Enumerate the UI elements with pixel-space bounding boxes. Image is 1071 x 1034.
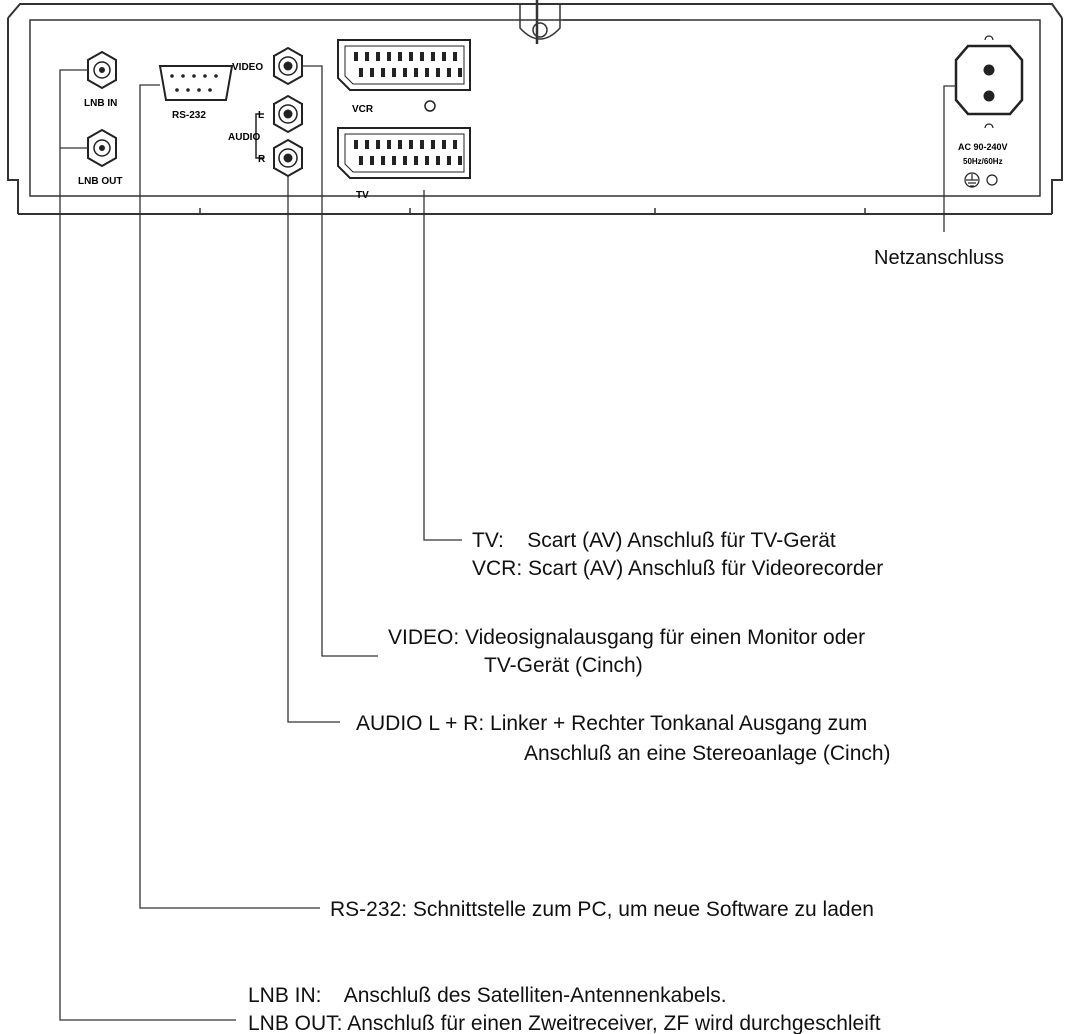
callout-rs232: RS-232: Schnittstelle zum PC, um neue So… (330, 898, 874, 921)
callout-audio-line2: Anschluß an eine Stereoanlage (Cinch) (524, 742, 891, 765)
scart-pin (447, 68, 451, 77)
scart-pin (403, 68, 407, 77)
scart-pin (436, 68, 440, 77)
rs232-connector (158, 65, 234, 101)
scart-pin (354, 140, 358, 149)
scart-pin (398, 52, 402, 61)
scart-pin (431, 140, 435, 149)
scart-pin (453, 52, 457, 61)
ground-symbol-icon (964, 172, 998, 188)
scart-pin (447, 156, 451, 165)
scart-pin (414, 68, 418, 77)
leader-line-lnb (59, 69, 236, 1021)
scart-pin (420, 52, 424, 61)
scart-pin (409, 52, 413, 61)
top-screw-notch (519, 0, 680, 44)
ac-voltage-label: AC 90-240V (958, 142, 1008, 152)
leader-line-rs232 (139, 84, 320, 909)
scart-pin (392, 156, 396, 165)
ac-frequency-label: 50Hz/60Hz (963, 157, 1003, 166)
scart-pin (409, 140, 413, 149)
power-socket (954, 35, 1024, 129)
leader-line-scart (423, 190, 462, 541)
lnb-in-connector (87, 50, 117, 90)
tv-scart-connector (337, 127, 471, 179)
audio-r-label: R (258, 154, 266, 165)
scart-pin (381, 68, 385, 77)
lnb-out-label: LNB OUT (78, 176, 122, 187)
vcr-label: VCR (352, 104, 374, 115)
callout-tv: TV: Scart (AV) Anschluß für TV-Gerät (472, 529, 836, 552)
callout-lnb-out: LNB OUT: Anschluß für einen Zweitreceive… (248, 1012, 881, 1034)
vcr-scart-connector (337, 39, 471, 91)
video-cinch-connector (273, 46, 303, 86)
scart-pin (370, 68, 374, 77)
scart-pin (392, 68, 396, 77)
audio-label: AUDIO (228, 132, 260, 143)
audio-l-label: L (258, 110, 264, 121)
scart-pin (431, 52, 435, 61)
scart-pin (442, 52, 446, 61)
scart-pin (381, 156, 385, 165)
scart-pin (359, 156, 363, 165)
video-label: VIDEO (232, 62, 263, 73)
scart-pin (453, 140, 457, 149)
scart-pin (365, 52, 369, 61)
scart-pin (414, 156, 418, 165)
scart-pin (359, 68, 363, 77)
housing-ticks (199, 208, 866, 214)
scart-pin (458, 68, 462, 77)
scart-pin (376, 52, 380, 61)
audio-bracket (255, 113, 264, 159)
scart-pin (398, 140, 402, 149)
tv-label: TV (356, 190, 369, 201)
leader-line-audio (287, 176, 340, 723)
scart-pin (370, 156, 374, 165)
audio-r-cinch-connector (273, 138, 303, 178)
callout-lnb-in: LNB IN: Anschluß des Satelliten-Antennen… (248, 984, 727, 1007)
callout-video-line1: VIDEO: Videosignalausgang für einen Moni… (388, 626, 865, 649)
leader-lines (59, 65, 956, 1021)
scart-pin (387, 52, 391, 61)
audio-l-cinch-connector (273, 94, 303, 134)
vcr-indicator-hole (424, 100, 436, 112)
rs232-label: RS-232 (172, 110, 206, 121)
scart-pin (420, 140, 424, 149)
scart-pin (403, 156, 407, 165)
leader-line-power (943, 85, 956, 232)
scart-pin (365, 140, 369, 149)
callout-vcr: VCR: Scart (AV) Anschluß für Videorecord… (472, 557, 883, 580)
scart-pin (376, 140, 380, 149)
callout-video-line2: TV-Gerät (Cinch) (484, 654, 643, 677)
callout-audio-line1: AUDIO L + R: Linker + Rechter Tonkanal A… (356, 712, 867, 735)
lnb-out-connector (87, 128, 117, 168)
scart-pin (387, 140, 391, 149)
scart-pin (425, 68, 429, 77)
leader-line-video (302, 65, 378, 657)
scart-pin (436, 156, 440, 165)
scart-pin (354, 52, 358, 61)
callout-power: Netzanschluss (874, 247, 1004, 269)
lnb-in-label: LNB IN (84, 98, 117, 109)
scart-pin (458, 156, 462, 165)
scart-pin (442, 140, 446, 149)
scart-pin (425, 156, 429, 165)
